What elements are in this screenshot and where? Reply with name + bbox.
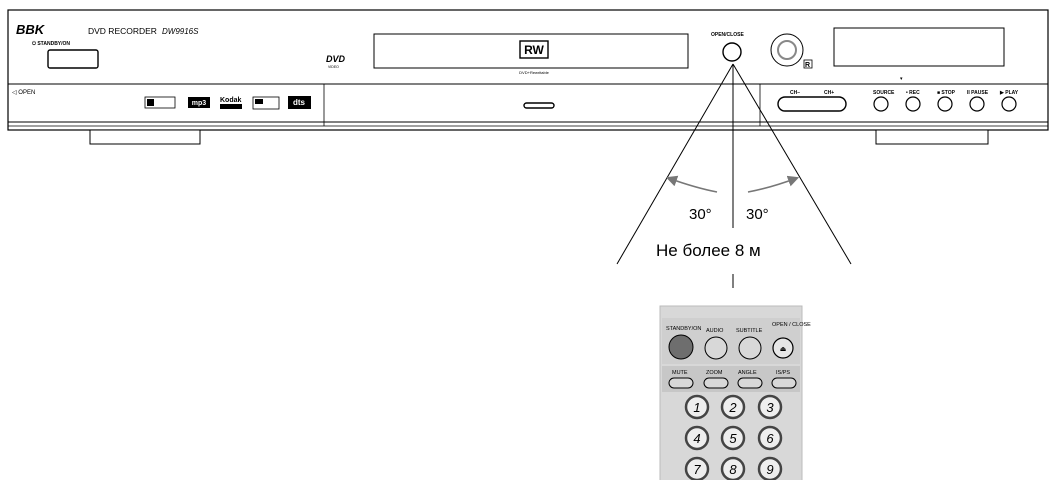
remote-mute-button[interactable] [668, 377, 694, 389]
remote-mute-label: MUTE [672, 370, 688, 376]
ir-sensor [777, 40, 797, 60]
remote-zoom-label: ZOOM [706, 370, 723, 376]
kodak-picture-cd-bar [220, 104, 242, 109]
disc-tray-slot [523, 102, 555, 109]
angle-right-label: 30° [746, 206, 769, 223]
kodak-logo: Kodak [220, 97, 242, 104]
channel-rocker[interactable] [777, 96, 847, 112]
windows-media-logo [144, 96, 176, 109]
remote-standby-button[interactable] [668, 334, 694, 360]
remote-key-2[interactable] [720, 394, 746, 420]
brand-logo: BBK [16, 22, 46, 37]
foot-right [875, 129, 989, 145]
reception-cone: 30° 30° Не более 8 м [616, 63, 852, 288]
source-label: SOURCE [873, 90, 895, 96]
display-marker: ▾ [900, 76, 903, 82]
angle-left-label: 30° [689, 206, 712, 223]
standby-button[interactable] [47, 49, 99, 69]
format-logos: mp3 Kodak dts [144, 96, 311, 110]
remote-zoom-button[interactable] [703, 377, 729, 389]
tray-open-label: ◁ OPEN [12, 90, 35, 96]
remote-subtitle-button[interactable] [738, 336, 762, 360]
windows-flag-icon [147, 99, 154, 106]
remote-angle-label: ANGLE [738, 370, 757, 376]
remote-angle-button[interactable] [737, 377, 763, 389]
remote-key-6[interactable] [757, 425, 783, 451]
dts-logo: dts [293, 98, 306, 107]
remote-key-2-label: 2 [728, 400, 737, 415]
rw-logo-box [519, 40, 549, 59]
mp3-logo-box [188, 97, 210, 108]
foot-left [89, 129, 201, 145]
remote-key-9-label: 9 [766, 462, 773, 477]
cone-right-edge [732, 63, 852, 265]
stop-label: ■ STOP [937, 90, 956, 96]
eject-icon: ⏏ [780, 346, 787, 353]
remote-control: STANDBY/ON AUDIO SUBTITLE OPEN / CLOSE ⏏… [659, 305, 811, 485]
pause-label: II PAUSE [967, 90, 989, 96]
ir-label: R [805, 62, 810, 69]
dvd-recorder: BBK DVD RECORDER DW9916S ⏻ STANDBY/ON DV… [7, 9, 1049, 145]
remote-standby-label: STANDBY/ON [666, 326, 701, 332]
stop-button[interactable] [937, 96, 953, 112]
ch-minus-label: CH− [790, 90, 800, 96]
dvd-video-logo: DVD [326, 54, 346, 64]
mp3-logo: mp3 [192, 100, 207, 107]
remote-key-7-label: 7 [693, 462, 701, 477]
remote-open-close-label: OPEN / CLOSE [772, 322, 811, 328]
dolby-dd-icon [255, 99, 263, 104]
rec-button[interactable] [905, 96, 921, 112]
source-button[interactable] [873, 96, 889, 112]
angle-arrow-left [665, 175, 718, 193]
remote-number-pad: 1 2 3 4 5 6 7 8 9 [684, 394, 783, 482]
pause-button[interactable] [969, 96, 985, 112]
remote-isps-button[interactable] [771, 377, 797, 389]
dvd-video-sub: VIDEO [328, 65, 339, 69]
distance-label: Не более 8 м [656, 241, 761, 260]
cone-left-edge [616, 63, 734, 265]
remote-key-1-label: 1 [693, 400, 700, 415]
vfd-display [833, 27, 1005, 67]
remote-key-3[interactable] [757, 394, 783, 420]
remote-isps-label: IS/PS [776, 370, 790, 376]
play-button[interactable] [1001, 96, 1017, 112]
rw-sub-label: DVD+Rewritable [519, 70, 549, 75]
standby-label: ⏻ STANDBY/ON [32, 41, 70, 47]
ir-label-box [803, 59, 813, 69]
model-number: DW9916S [162, 27, 199, 36]
remote-audio-button[interactable] [704, 336, 728, 360]
open-close-label: OPEN/CLOSE [711, 32, 744, 38]
remote-key-5[interactable] [720, 425, 746, 451]
remote-key-8-label: 8 [729, 462, 737, 477]
remote-key-1[interactable] [684, 394, 710, 420]
remote-key-6-label: 6 [766, 431, 774, 446]
remote-key-4[interactable] [684, 425, 710, 451]
remote-subtitle-label: SUBTITLE [736, 328, 763, 334]
open-close-button[interactable] [722, 42, 742, 62]
rec-label: • REC [906, 90, 920, 96]
play-label: ▶ PLAY [999, 90, 1019, 96]
transport-buttons: SOURCE • REC ■ STOP II PAUSE ▶ PLAY [873, 90, 1019, 112]
remote-audio-label: AUDIO [706, 328, 724, 334]
angle-arrow-right [747, 175, 800, 193]
rw-logo: RW [524, 43, 544, 57]
remote-key-3-label: 3 [766, 400, 774, 415]
model-line: DVD RECORDER [88, 26, 157, 36]
remote-key-4-label: 4 [693, 431, 700, 446]
remote-eject-button[interactable] [772, 337, 794, 359]
dts-logo-box [288, 96, 311, 109]
remote-key-5-label: 5 [729, 431, 737, 446]
ch-plus-label: CH+ [824, 90, 834, 96]
